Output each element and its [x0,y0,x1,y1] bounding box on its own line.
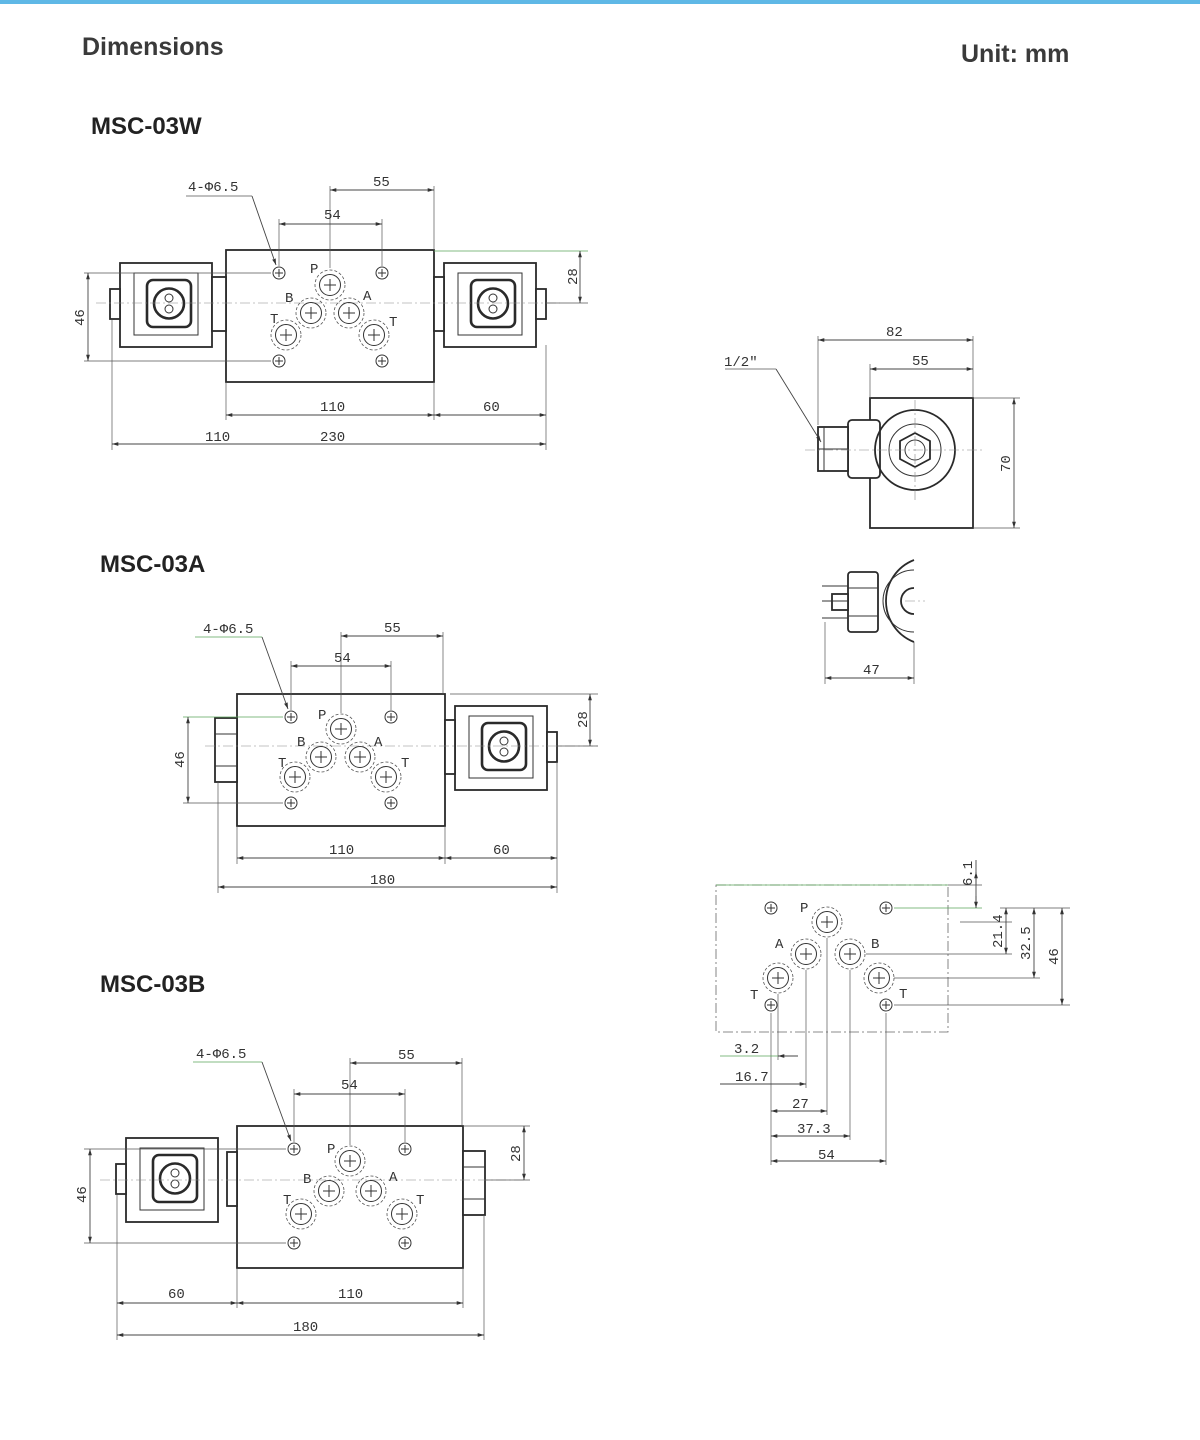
msc-03w-right-coil [442,261,538,349]
port-label: B [285,291,293,307]
msc-03a-coil [453,704,549,792]
dimension-label: 54 [334,651,351,667]
msc-03w-body [225,249,435,383]
port-label: B [303,1172,311,1188]
dimension-label: 60 [168,1287,185,1303]
port-label: P [318,708,326,724]
msc-03w-drawing: P B A T T 4-Φ6.5 55 54 28 46 110 60 110 … [73,175,588,450]
dimension-label: 3.2 [734,1042,759,1058]
port-label: B [297,735,305,751]
port-label: P [327,1142,335,1158]
dimension-label: 54 [324,208,341,224]
dimension-label: 180 [370,873,395,889]
dimension-label: 110 [205,430,230,446]
port-label: T [401,756,409,772]
dimension-label: 110 [329,843,354,859]
dimension-label: 60 [493,843,510,859]
solenoid-side-view: 1/2" 82 55 70 [724,325,1020,529]
dimension-label: 55 [912,354,929,370]
port-label: A [374,735,383,751]
port-label: T [283,1193,291,1209]
model-title-msc-03a: MSC-03A [100,551,206,578]
hole-callout: 4-Φ6.5 [188,180,238,196]
top-accent-bar [0,0,1200,4]
dimension-label: 60 [483,400,500,416]
dimension-label: 110 [338,1287,363,1303]
msc-03b-body [236,1125,464,1269]
dimension-label: 27 [792,1097,809,1113]
msc-03w-left-coil [118,261,214,349]
dimension-label: 6.1 [961,861,977,886]
dimension-label: 54 [818,1148,835,1164]
dimension-label: 21.4 [991,914,1007,948]
port-label: T [899,987,907,1003]
dimension-label: 230 [320,430,345,446]
port-label: T [389,315,397,331]
msc-03a-drawing: P B A T T 4-Φ6.5 55 54 28 46 110 60 180 [173,621,598,893]
port-label: A [389,1170,398,1186]
dimension-label: 180 [293,1320,318,1336]
dimension-label: 82 [886,325,903,341]
dimension-label: 46 [1047,948,1063,965]
model-title-msc-03b: MSC-03B [100,971,206,998]
dimension-label: 16.7 [735,1070,769,1086]
port-label: P [800,901,808,917]
port-label: T [270,312,278,328]
port-label: T [278,756,286,772]
dimension-label: 55 [384,621,401,637]
dimension-label: 32.5 [1019,926,1035,960]
hole-callout: 4-Φ6.5 [196,1047,246,1063]
dimension-label: 55 [373,175,390,191]
port-label: B [871,937,879,953]
msc-03a-plug-nut [214,717,238,783]
msc-03b-drawing: P B A T T 4-Φ6.5 55 54 28 46 60 110 180 [75,1047,530,1340]
page-title: Dimensions [82,33,224,61]
unit-label: Unit: mm [961,40,1070,68]
port-label: P [310,262,318,278]
dimension-label: 70 [999,455,1015,472]
thread-callout: 1/2" [724,355,758,371]
hole-callout: 4-Φ6.5 [203,622,253,638]
msc-03b-plug-nut [462,1150,486,1216]
dimension-label: 28 [509,1145,525,1162]
model-title-msc-03w: MSC-03W [91,113,202,140]
dimension-label: 28 [576,711,592,728]
port-label: T [416,1193,424,1209]
connector-end-view: 47 [822,559,925,684]
dimension-label: 46 [75,1186,91,1203]
dimension-label: 28 [566,268,582,285]
dimension-label: 47 [863,663,880,679]
dimension-label: 46 [73,309,89,326]
dimension-label: 54 [341,1078,358,1094]
dimension-label: 46 [173,751,189,768]
dimension-label: 110 [320,400,345,416]
port-label: A [363,289,372,305]
dimension-label: 55 [398,1048,415,1064]
dimension-label: 37.3 [797,1122,831,1138]
port-label: A [775,937,784,953]
mounting-interface-view: P A B T T 6.1 21.4 32.5 46 3.2 16.7 27 [715,860,1070,1165]
port-label: T [750,988,758,1004]
